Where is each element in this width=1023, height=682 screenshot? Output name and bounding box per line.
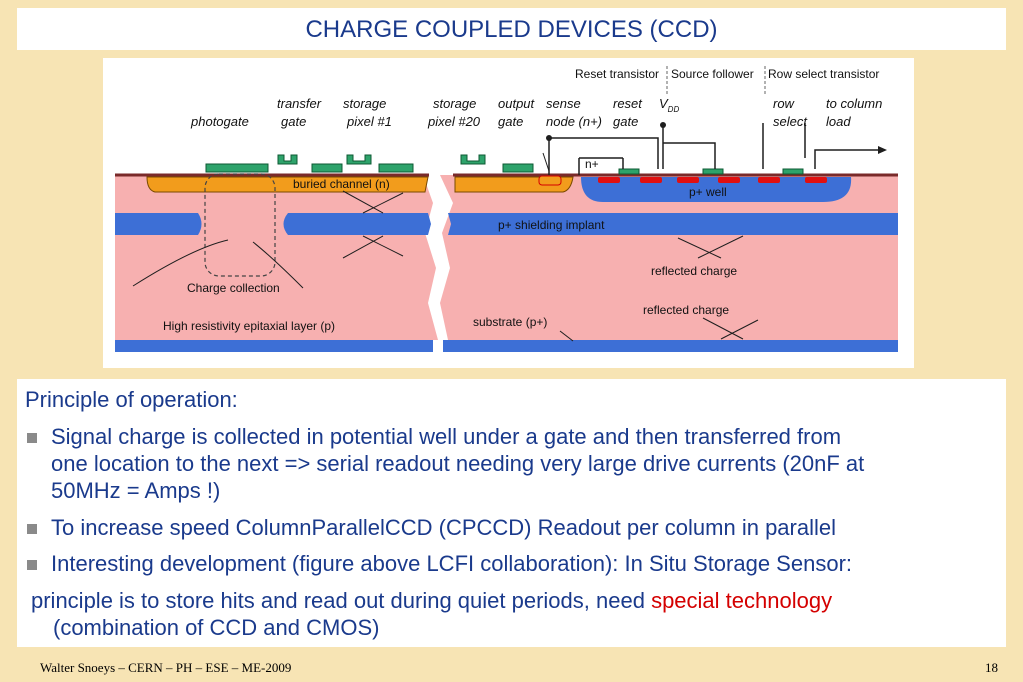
label-storage1-1: storage [343, 96, 386, 111]
substrate-band-left [115, 340, 433, 352]
label-vdd: VDD [659, 96, 679, 114]
substrate-band-right [443, 340, 898, 352]
shield-implant-c [448, 213, 898, 235]
bullet-1-line-3: 50MHz = Amps !) [51, 478, 221, 503]
label-sense-1: sense [546, 96, 581, 111]
label-reset-2: gate [613, 114, 638, 129]
label-epi-layer: High resistivity epitaxial layer (p) [163, 319, 335, 333]
label-reflected-2: reflected charge [643, 303, 729, 317]
label-row-1: row [773, 96, 796, 111]
annotation-arrows [342, 152, 759, 342]
collect-arrow-right [252, 241, 304, 289]
footer-author: Walter Snoeys – CERN – PH – ESE – ME-200… [40, 660, 292, 675]
label-storage20-2: pixel #20 [427, 114, 481, 129]
label-reset-transistor: Reset transistor [575, 67, 659, 81]
label-photogate: photogate [190, 114, 249, 129]
label-reset-1: reset [613, 96, 643, 111]
bullet-2: To increase speed ColumnParallelCCD (CPC… [51, 515, 837, 540]
label-source-follower: Source follower [671, 67, 754, 81]
label-substrate: substrate (p+) [473, 315, 547, 329]
bullet-1-line-1: Signal charge is collected in potential … [51, 424, 842, 449]
bullet-marker-3 [27, 560, 37, 570]
circuit-wires [548, 123, 878, 175]
ccd-diagram: Reset transistor Source follower Row sel… [103, 58, 914, 368]
label-column-1: to column [826, 96, 882, 111]
p-well [581, 177, 852, 202]
n-plus-implants [598, 177, 827, 183]
label-output-2: gate [498, 114, 523, 129]
bullet-marker-1 [27, 433, 37, 443]
principle-text: principle is to store hits and read out … [31, 588, 652, 613]
collection-region [204, 173, 276, 277]
column-arrow-icon [878, 146, 887, 154]
label-shielding: p+ shielding implant [498, 218, 605, 232]
bullet-marker-2 [27, 524, 37, 534]
label-storage20-1: storage [433, 96, 476, 111]
section-heading: Principle of operation: [25, 387, 238, 412]
buried-channel-left [146, 176, 429, 193]
bullet-1: Signal charge is collected in potential … [51, 423, 1001, 504]
label-reflected-1: reflected charge [651, 264, 737, 278]
label-transfer-2: gate [281, 114, 306, 129]
label-output-1: output [498, 96, 536, 111]
label-row-2: select [773, 114, 808, 129]
collect-arrow-left [132, 239, 229, 287]
shield-implant-b [283, 213, 431, 235]
label-storage1-2: pixel #1 [346, 114, 392, 129]
gates [205, 154, 804, 175]
principle-line-1: principle is to store hits and read out … [31, 587, 991, 614]
slide-title: CHARGE COUPLED DEVICES (CCD) [305, 16, 718, 43]
sense-node-implant [538, 175, 562, 186]
label-nplus: n+ [585, 157, 599, 171]
label-transfer-1: transfer [277, 96, 322, 111]
shield-implant-a [115, 213, 202, 235]
ccd-cross-section: Reset transistor Source follower Row sel… [115, 66, 898, 352]
content-box: Principle of operation: Signal charge is… [17, 379, 1006, 647]
label-column-2: load [826, 114, 851, 129]
page-number: 18 [985, 660, 998, 675]
vdd-dot [660, 122, 666, 128]
label-sense-2: node (n+) [546, 114, 602, 129]
label-charge-collection: Charge collection [187, 281, 280, 295]
sense-node-dot [546, 135, 552, 141]
title-box: CHARGE COUPLED DEVICES (CCD) [17, 8, 1006, 50]
principle-paragraph: principle is to store hits and read out … [31, 587, 991, 641]
label-row-select-transistor: Row select transistor [768, 67, 879, 81]
bullet-3: Interesting development (figure above LC… [51, 551, 853, 576]
principle-line-2: (combination of CCD and CMOS) [53, 615, 380, 640]
label-buried-channel: buried channel (n) [293, 177, 390, 191]
special-technology-highlight: special technology [651, 588, 833, 613]
label-pwell: p+ well [689, 185, 727, 199]
bullet-1-line-2: one location to the next => serial reado… [51, 451, 865, 476]
